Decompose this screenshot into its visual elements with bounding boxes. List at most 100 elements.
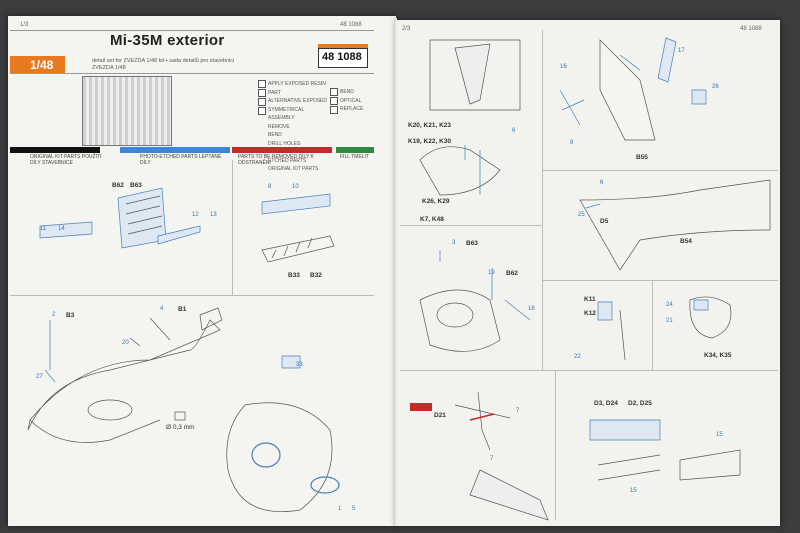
- part-label: 14: [58, 226, 65, 232]
- part-label: 17: [678, 48, 685, 54]
- legend-item: SYMMETRICAL ASSEMBLY: [268, 106, 304, 122]
- legend-item: ORIGINAL KIT PARTS: [268, 166, 319, 172]
- page-title: Mi-35M exterior: [110, 32, 225, 49]
- part-label: K20, K21, K23: [408, 122, 451, 129]
- part-label: 3: [452, 240, 456, 246]
- part-label: 11: [40, 226, 47, 232]
- legend-item: ALTERNATIVE EXPOSED: [268, 98, 327, 104]
- part-label: K19, K22, K30: [408, 138, 451, 145]
- part-label: 8: [268, 184, 272, 190]
- step-divider: [10, 295, 374, 296]
- legend-item: OPTICAL: [340, 97, 362, 104]
- part-label: 2: [52, 312, 56, 318]
- part-label: 22: [574, 354, 581, 360]
- legend-item: BEND: [340, 89, 354, 95]
- part-label: B1: [178, 306, 187, 313]
- step-divider: [232, 160, 233, 295]
- page-label-right: 2/3: [402, 26, 411, 32]
- part-label: 1: [338, 506, 342, 512]
- part-label: 5: [352, 506, 356, 512]
- part-label: K34, K35: [704, 352, 732, 359]
- remove-icon: [258, 107, 266, 115]
- part-label: 4: [160, 306, 164, 312]
- product-number-box: [318, 48, 368, 68]
- part-label: 27: [36, 374, 43, 380]
- step-divider: [652, 280, 653, 370]
- part-label: B55: [636, 154, 648, 161]
- product-code-top-right: 48 1088: [740, 26, 762, 32]
- part-label: 7: [490, 456, 494, 462]
- step-divider: [555, 370, 556, 520]
- product-number-bar: [318, 44, 368, 48]
- part-label: 24: [666, 302, 673, 308]
- subtitle: detail set for ZVEZDA 1/48 kit • sada de…: [92, 58, 235, 71]
- optical-icon: [330, 97, 338, 105]
- legend-item: BEND: [268, 132, 282, 138]
- part-label: B63: [466, 240, 478, 247]
- key-etched-parts-swatch: [120, 147, 230, 153]
- page-label-left: 1/3: [20, 22, 29, 28]
- part-label: 16: [560, 64, 567, 70]
- step-divider: [542, 170, 778, 171]
- part-label: 15: [630, 488, 637, 494]
- part-label: 9: [570, 140, 574, 146]
- photo-etched-fret-image: [82, 76, 172, 146]
- part-label: D5: [600, 218, 609, 225]
- drill-size-label: Ø 0,3 mm: [166, 424, 195, 431]
- part-label: K7, K48: [420, 216, 444, 223]
- part-label: 6: [512, 128, 516, 134]
- legend-item: APPLY EXPOSED RESIN PART: [268, 81, 326, 96]
- part-label: 13: [210, 212, 217, 218]
- alternative-icon: [258, 89, 266, 97]
- symmetric-icon: [258, 98, 266, 106]
- key-removed-parts-swatch: [232, 147, 332, 153]
- part-label: D2, D25: [628, 400, 652, 407]
- replace-icon: [330, 106, 338, 114]
- part-label: 15: [716, 432, 723, 438]
- part-label: 6: [600, 180, 604, 186]
- key-kit-parts-swatch: [10, 147, 100, 153]
- part-label: B54: [680, 238, 692, 245]
- step-divider: [400, 370, 778, 371]
- legend-item: ETCHED PARTS: [268, 157, 307, 164]
- product-number: 48 1088: [322, 51, 362, 63]
- legend-symbols-col2: BEND OPTICAL REPLACE: [340, 88, 374, 114]
- part-label: B62: [506, 270, 518, 277]
- part-label: 26: [712, 84, 719, 90]
- bend-icon: [330, 88, 338, 96]
- part-label: B32: [310, 272, 322, 279]
- part-label: 20: [122, 340, 129, 346]
- header-rule: [10, 30, 374, 31]
- part-label: 25: [578, 212, 585, 218]
- part-label: B63: [130, 182, 142, 189]
- part-label: 21: [666, 318, 673, 324]
- legend-item: REMOVE: [268, 123, 290, 130]
- part-label: 19: [488, 270, 495, 276]
- product-code-top-left: 48 1088: [340, 22, 362, 28]
- page-fold: [394, 18, 397, 526]
- key-etched-parts-label: PHOTO-ETCHED PARTS LEPTANÉ DÍLY: [140, 154, 222, 166]
- part-label: 10: [292, 184, 299, 190]
- part-label: K26, K29: [422, 198, 450, 205]
- part-label: D3, D24: [594, 400, 618, 407]
- part-label: 33: [296, 362, 303, 368]
- part-label: B62: [112, 182, 124, 189]
- part-label: 12: [192, 212, 199, 218]
- legend-item: REPLACE: [340, 106, 364, 112]
- right-instruction-page: [396, 20, 780, 526]
- scale-band: [10, 56, 65, 73]
- scale-label: 1/48: [30, 58, 54, 72]
- key-fill-swatch: [336, 147, 374, 153]
- part-label: D21: [434, 412, 446, 419]
- legend-item: DRILL HOLES: [268, 140, 301, 147]
- part-label: 7: [516, 408, 520, 414]
- key-fill-label: FILL TMELIT: [340, 154, 369, 160]
- step-divider: [400, 225, 542, 226]
- part-label: B33: [288, 272, 300, 279]
- part-label: K11: [584, 296, 596, 303]
- part-label: K12: [584, 310, 596, 317]
- step-divider: [542, 280, 778, 281]
- part-label: B3: [66, 312, 75, 319]
- key-kit-parts-label: ORIGINAL KIT PARTS POUŽITÍ DÍLY STAVEBNI…: [30, 154, 102, 166]
